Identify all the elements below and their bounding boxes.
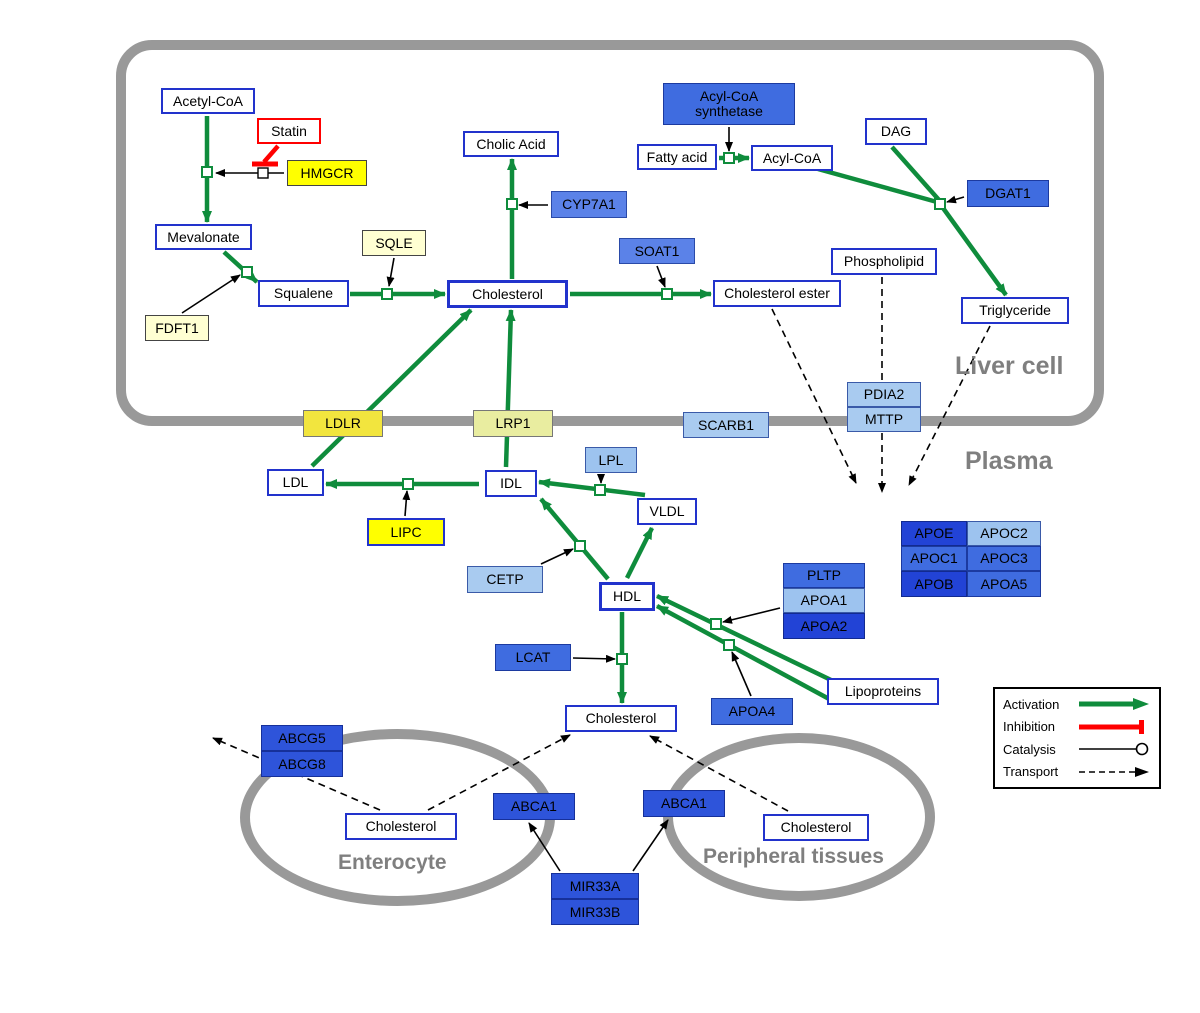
node-apoc2[interactable]: APOC2: [967, 521, 1041, 546]
edge-hdl-idl: [539, 497, 610, 581]
plasma-label: Plasma: [965, 447, 1053, 475]
junction-square: [723, 639, 735, 651]
node-mir33b[interactable]: MIR33B: [551, 899, 639, 925]
edge-vldl-idl: [538, 478, 646, 498]
edge-mir33-abca1-peripheral: [632, 819, 669, 872]
edge-lcat-catalysis: [572, 654, 616, 663]
node-fdft1[interactable]: FDFT1: [145, 315, 209, 341]
node-lcat[interactable]: LCAT: [495, 644, 571, 671]
node-ldl[interactable]: LDL: [267, 469, 324, 496]
node-scarb1[interactable]: SCARB1: [683, 412, 769, 438]
junction-square: [594, 484, 606, 496]
activation-arrow-icon: [1079, 698, 1149, 711]
node-idl[interactable]: IDL: [485, 470, 537, 497]
legend-transport-label: Transport: [1003, 764, 1059, 780]
legend-catalysis-label: Catalysis: [1003, 741, 1056, 757]
enterocyte-label: Enterocyte: [338, 851, 447, 874]
node-apoa2[interactable]: APOA2: [783, 613, 865, 639]
peripheral-tissues-compartment: [663, 733, 935, 901]
junction-square: [402, 478, 414, 490]
edge-lipc-catalysis: [402, 490, 411, 517]
node-phospholipid[interactable]: Phospholipid: [831, 248, 937, 275]
edge-apoa4-catalysis: [731, 651, 752, 697]
legend-row-transport: Transport: [1003, 762, 1151, 782]
node-cyp7a1[interactable]: CYP7A1: [551, 191, 627, 218]
node-acyl-coa[interactable]: Acyl-CoA: [751, 145, 833, 171]
node-apoc3[interactable]: APOC3: [967, 546, 1041, 571]
node-soat1[interactable]: SOAT1: [619, 238, 695, 264]
legend-activation-label: Activation: [1003, 696, 1060, 712]
node-lrp1[interactable]: LRP1: [473, 410, 553, 437]
node-apoa5[interactable]: APOA5: [967, 571, 1041, 597]
legend-inhibition-label: Inhibition: [1003, 719, 1056, 735]
node-lipc[interactable]: LIPC: [367, 518, 445, 546]
node-dag[interactable]: DAG: [865, 118, 927, 145]
node-lipoproteins[interactable]: Lipoproteins: [827, 678, 939, 705]
node-apoc1[interactable]: APOC1: [901, 546, 967, 571]
node-cholesterol-peripheral[interactable]: Cholesterol: [763, 814, 869, 841]
edge-hdl-vldl: [624, 526, 655, 580]
node-mttp[interactable]: MTTP: [847, 407, 921, 432]
liver-cell-compartment: [116, 40, 1104, 426]
node-abcg8[interactable]: ABCG8: [261, 751, 343, 777]
node-mevalonate[interactable]: Mevalonate: [155, 224, 252, 250]
node-apoe[interactable]: APOE: [901, 521, 967, 546]
node-acetyl-coa[interactable]: Acetyl-CoA: [161, 88, 255, 114]
junction-square: [710, 618, 722, 630]
node-cholesterol-enterocyte[interactable]: Cholesterol: [345, 813, 457, 840]
junction-square: [574, 540, 586, 552]
node-cetp[interactable]: CETP: [467, 566, 543, 593]
node-cholic-acid[interactable]: Cholic Acid: [463, 131, 559, 157]
legend-panel: Activation Inhibition Catalysis Transpor…: [993, 687, 1161, 789]
node-triglyceride[interactable]: Triglyceride: [961, 297, 1069, 324]
node-apoa4[interactable]: APOA4: [711, 698, 793, 725]
node-mir33a[interactable]: MIR33A: [551, 873, 639, 899]
legend-row-catalysis: Catalysis: [1003, 739, 1151, 759]
node-apob[interactable]: APOB: [901, 571, 967, 597]
node-cholesterol-plasma[interactable]: Cholesterol: [565, 705, 677, 732]
node-statin[interactable]: Statin: [257, 118, 321, 144]
junction-square: [616, 653, 628, 665]
node-ldlr[interactable]: LDLR: [303, 410, 383, 437]
node-abca1-peripheral[interactable]: ABCA1: [643, 790, 725, 817]
node-abcg5[interactable]: ABCG5: [261, 725, 343, 751]
transport-dashed-arrow-icon: [1079, 766, 1149, 777]
node-dgat1[interactable]: DGAT1: [967, 180, 1049, 207]
catalysis-circle-icon: [1079, 742, 1149, 756]
node-pltp[interactable]: PLTP: [783, 563, 865, 588]
node-hdl[interactable]: HDL: [599, 582, 655, 611]
node-abca1-enterocyte[interactable]: ABCA1: [493, 793, 575, 820]
legend-row-inhibition: Inhibition: [1003, 717, 1151, 737]
liver-cell-label: Liver cell: [955, 352, 1064, 380]
edge-cetp-catalysis: [540, 548, 574, 565]
edge-apoa-group-catalysis: [722, 607, 781, 624]
node-sqle[interactable]: SQLE: [362, 230, 426, 256]
node-cholesterol-ester[interactable]: Cholesterol ester: [713, 280, 841, 307]
node-apoa1[interactable]: APOA1: [783, 588, 865, 613]
node-cholesterol-liver[interactable]: Cholesterol: [447, 280, 568, 308]
node-fatty-acid[interactable]: Fatty acid: [637, 144, 717, 170]
node-hmgcr[interactable]: HMGCR: [287, 160, 367, 186]
peripheral-tissues-label: Peripheral tissues: [703, 845, 884, 868]
legend-row-activation: Activation: [1003, 694, 1151, 714]
inhibition-tee-icon: [1079, 719, 1144, 734]
node-acyl-coa-synthetase[interactable]: Acyl-CoA synthetase: [663, 83, 795, 125]
node-squalene[interactable]: Squalene: [258, 280, 349, 307]
node-lpl[interactable]: LPL: [585, 447, 637, 473]
node-vldl[interactable]: VLDL: [637, 498, 697, 525]
node-pdia2[interactable]: PDIA2: [847, 382, 921, 407]
